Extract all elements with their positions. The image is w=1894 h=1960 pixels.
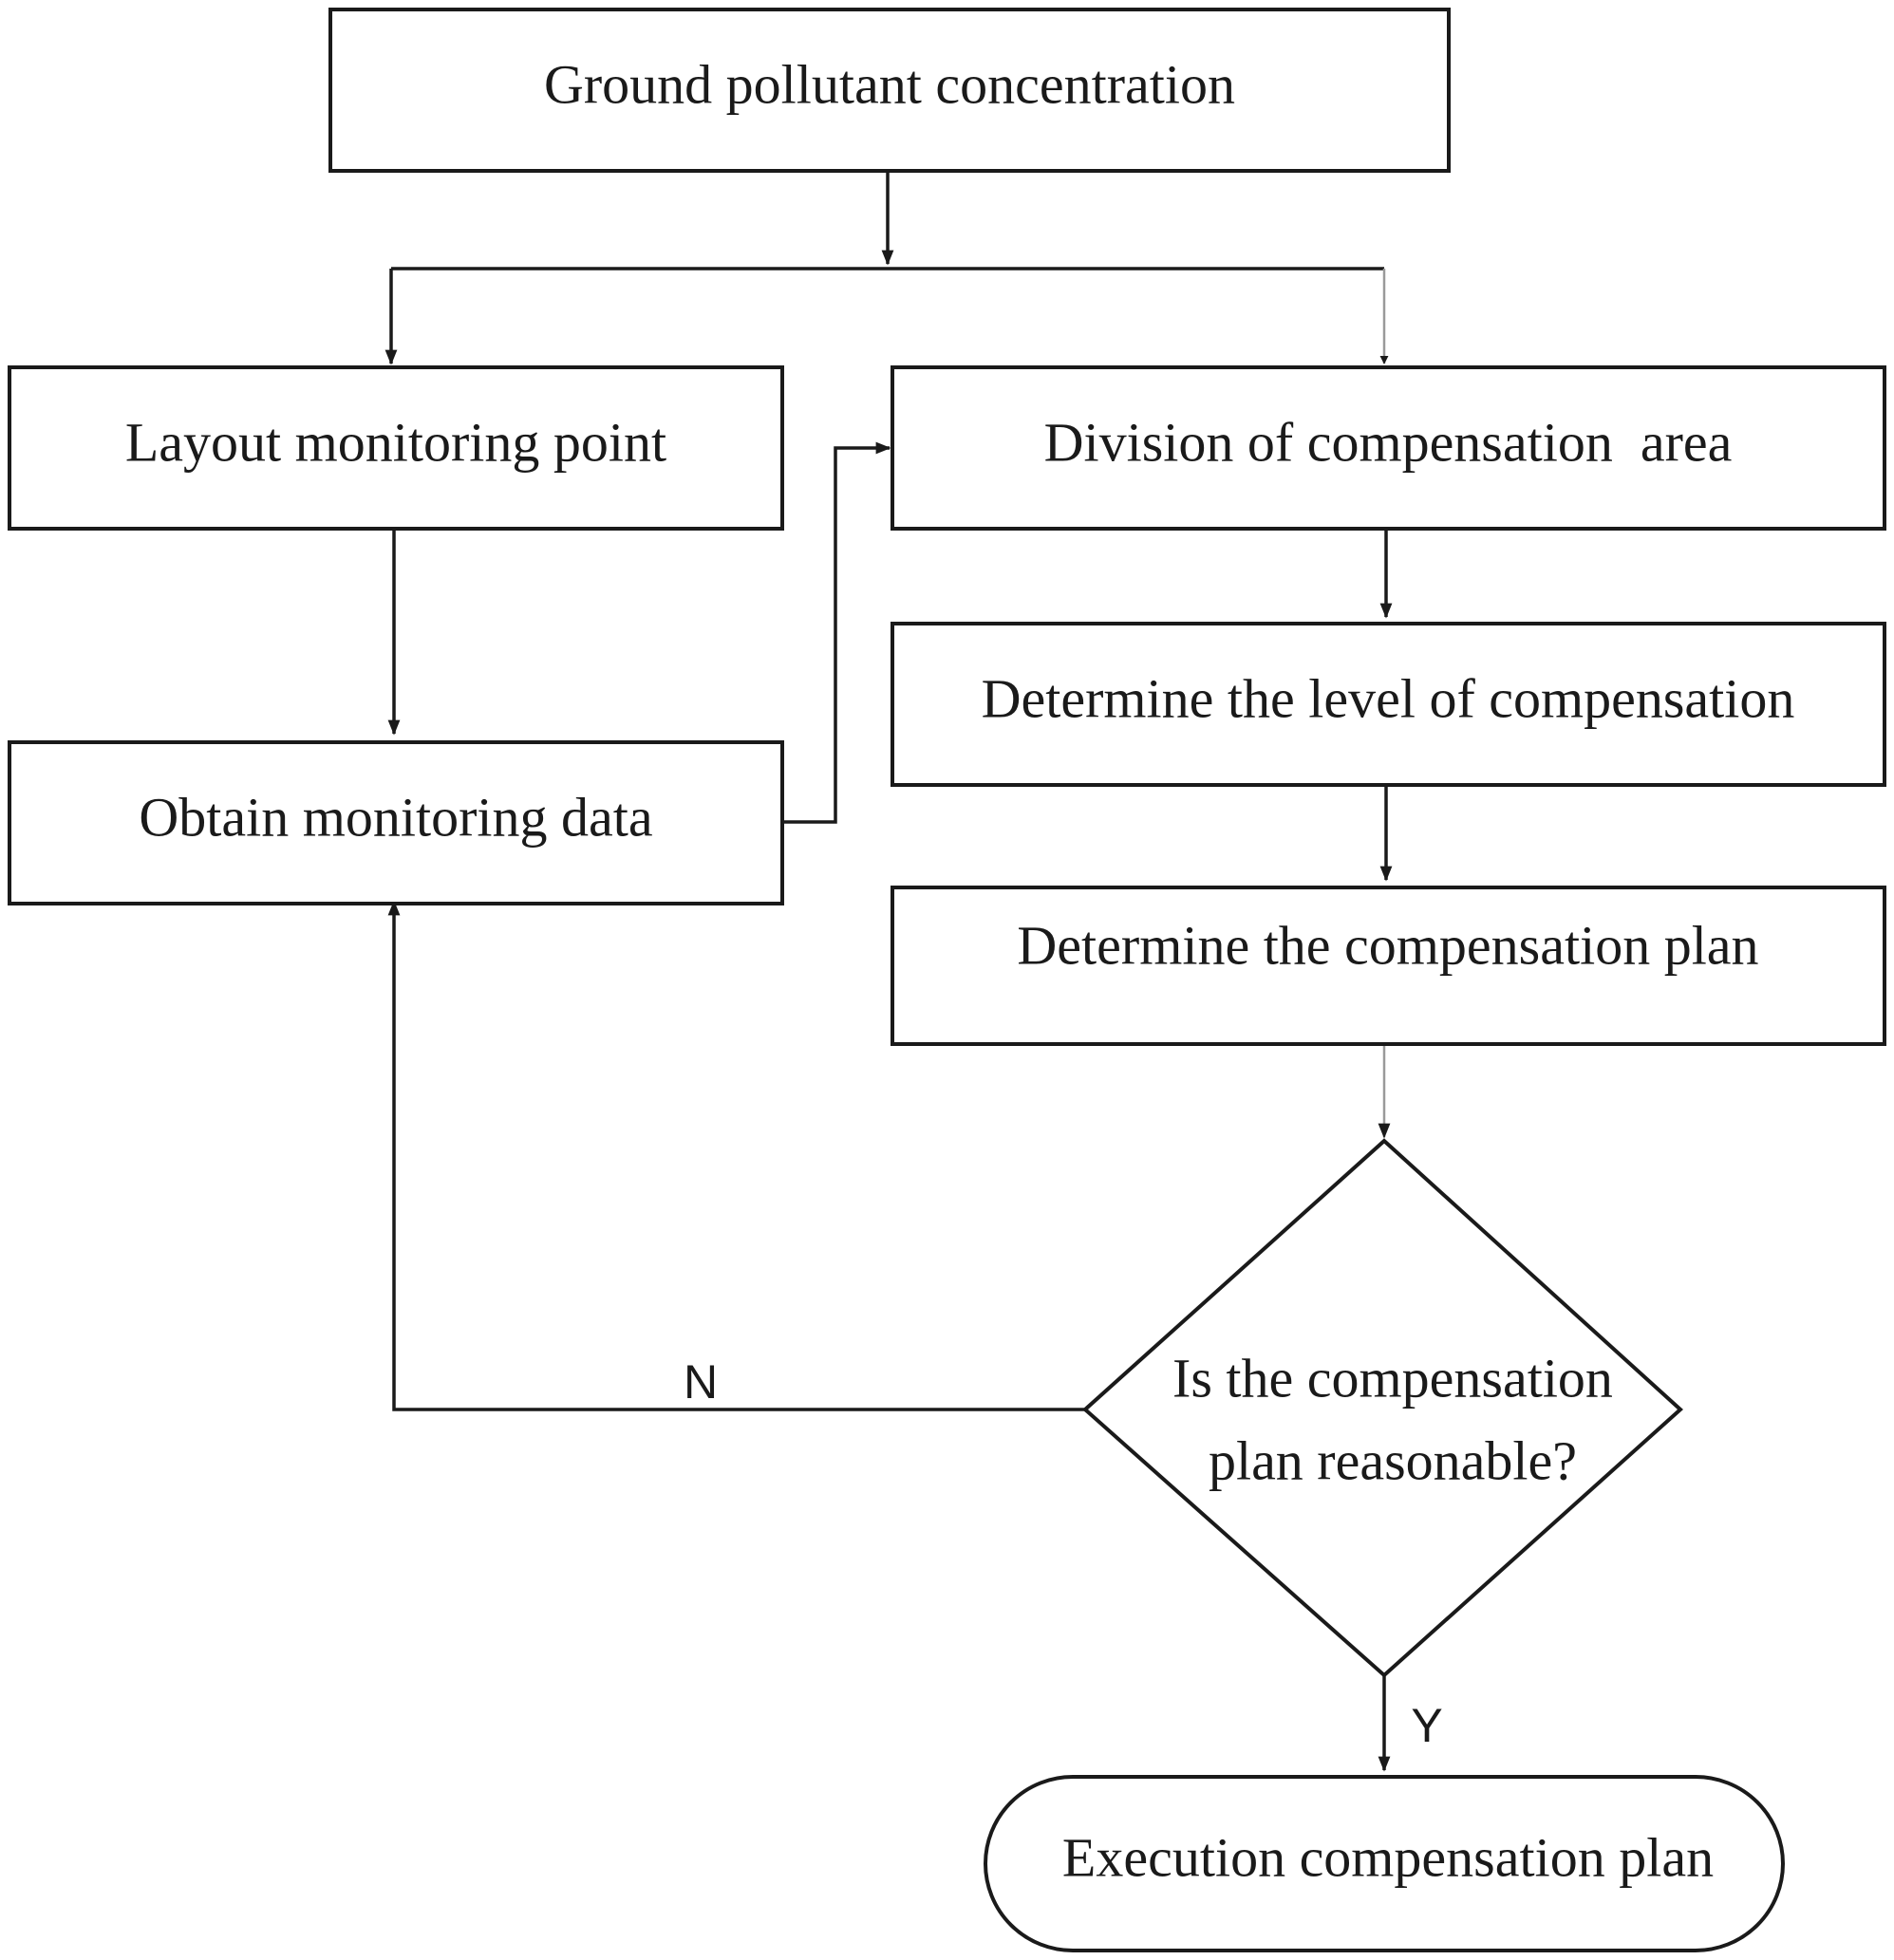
edge-label-no: N <box>684 1355 718 1409</box>
node-determine-plan: Determine the compensation plan <box>891 886 1886 1046</box>
node-determine-level-label: Determine the level of compensation <box>982 667 1795 729</box>
node-execution-plan: Execution compensation plan <box>984 1775 1785 1952</box>
node-layout-monitoring-point-label: Layout monitoring point <box>125 411 666 473</box>
node-decision-line1: Is the compensation <box>1172 1347 1613 1409</box>
node-decision-line2: plan reasonable? <box>1209 1429 1577 1491</box>
edge-decision-no-to-obtain <box>387 900 1085 1411</box>
node-obtain-monitoring-data-label: Obtain monitoring data <box>139 786 652 848</box>
node-decision-reasonable: Is the compensation plan reasonable? <box>1081 1138 1683 1678</box>
node-layout-monitoring-point: Layout monitoring point <box>8 365 784 531</box>
edge-label-yes: Y <box>1411 1699 1442 1752</box>
node-division-compensation-area-label: Division of compensation area <box>1044 411 1733 473</box>
node-determine-level: Determine the level of compensation <box>891 622 1886 787</box>
node-determine-plan-label: Determine the compensation plan <box>1017 914 1758 976</box>
node-obtain-monitoring-data: Obtain monitoring data <box>8 740 784 905</box>
edge-obtain-to-division <box>782 441 891 824</box>
node-division-compensation-area: Division of compensation area <box>891 365 1886 531</box>
node-ground-pollutant: Ground pollutant concentration <box>328 8 1451 173</box>
node-ground-pollutant-label: Ground pollutant concentration <box>544 53 1235 115</box>
node-execution-plan-label: Execution compensation plan <box>1062 1826 1714 1888</box>
